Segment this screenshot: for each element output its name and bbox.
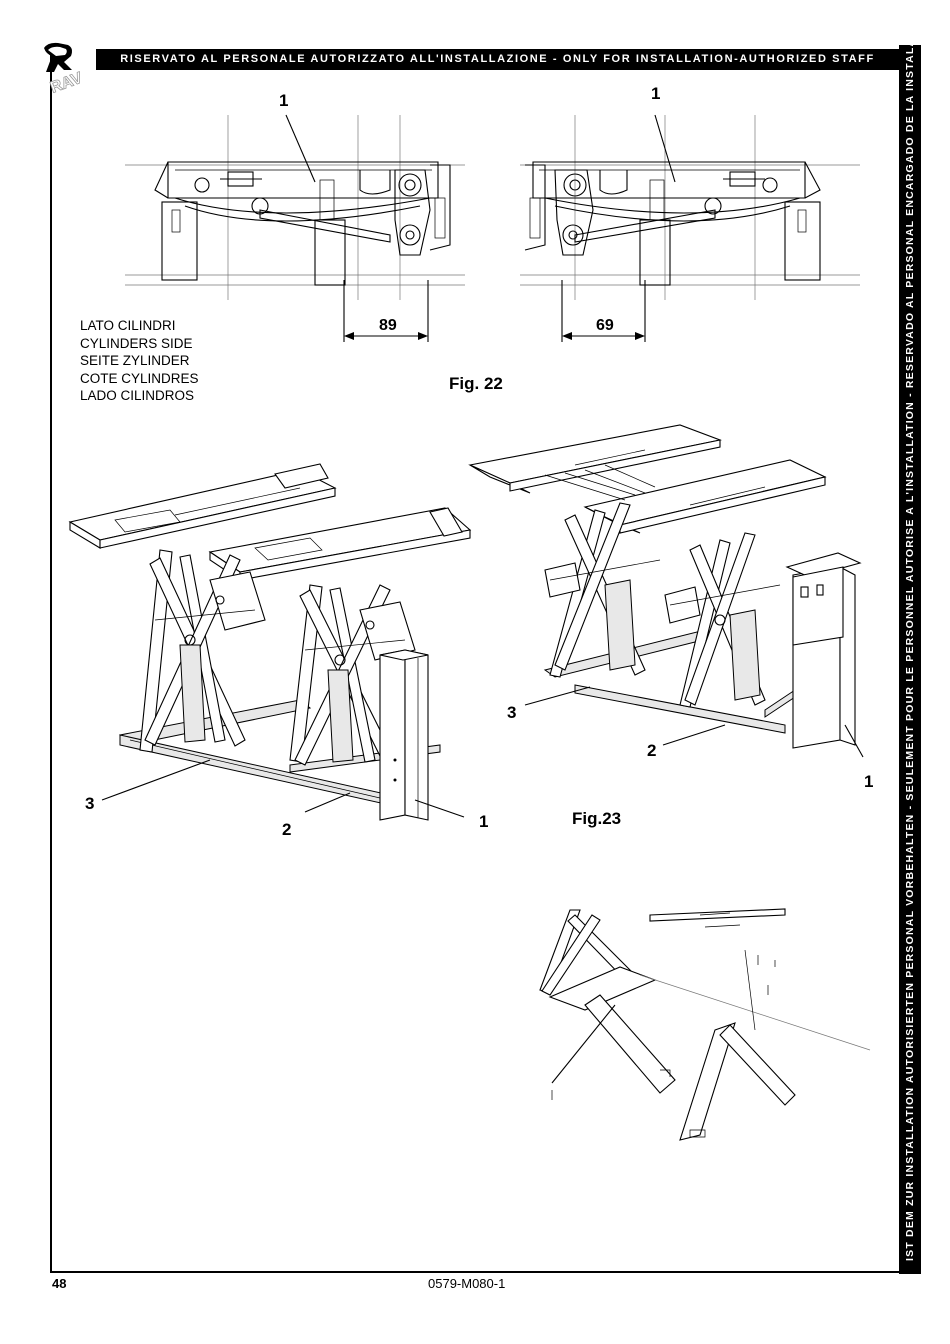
header-banner: RISERVATO AL PERSONALE AUTORIZZATO ALL'I… [96, 49, 899, 70]
side-banner-text: IST DEM ZUR INSTALLATION AUTORISIERTEN P… [904, 45, 916, 1261]
page-number: 48 [52, 1276, 67, 1291]
lift-isometric-left-drawing [68, 463, 472, 821]
page-frame-bottom [50, 1271, 901, 1273]
fig23-callout-3: 3 [507, 703, 517, 722]
fig22-left-drawing [125, 114, 465, 342]
lift-left-callout-2: 2 [282, 820, 292, 839]
cylinders-side-es: LADO CILINDROS [80, 388, 195, 403]
fig23-callout-2: 2 [647, 741, 657, 760]
fig22-label: Fig. 22 [449, 374, 503, 393]
cylinders-side-fr: COTE CYLINDRES [80, 370, 199, 386]
cylinders-side-de: SEITE ZYLINDER [80, 353, 190, 368]
document-code: 0579-M080-1 [428, 1276, 506, 1291]
cylinders-side-en: CYLINDERS SIDE [80, 335, 193, 351]
fig22-callout-left: 1 [279, 91, 289, 110]
header-banner-text: RISERVATO AL PERSONALE AUTORIZZATO ALL'I… [120, 53, 875, 65]
fig23-label: Fig.23 [572, 809, 622, 828]
cylinders-side-legend: LATO CILINDRI CYLINDERS SIDE SEITE ZYLIN… [80, 317, 199, 405]
fig22-right-drawing [520, 114, 860, 342]
cylinders-side-it: LATO CILINDRI [80, 318, 176, 333]
ravaglioli-logo-icon: RAV [44, 42, 85, 97]
fig22-callout-right: 1 [651, 84, 661, 103]
page-frame-left [50, 52, 52, 1272]
partial-lift-detail-drawing [539, 908, 871, 1141]
fig22-dimension-left: 89 [379, 317, 397, 334]
fig22-dimension-right: 69 [596, 317, 614, 334]
fig23-lift-drawing [468, 424, 864, 758]
fig23-callout-1: 1 [864, 772, 874, 791]
lift-left-callout-3: 3 [85, 794, 95, 813]
side-banner: IST DEM ZUR INSTALLATION AUTORISIERTEN P… [899, 45, 921, 1274]
lift-left-callout-1: 1 [479, 812, 489, 831]
svg-text:RAV: RAV [48, 70, 85, 97]
